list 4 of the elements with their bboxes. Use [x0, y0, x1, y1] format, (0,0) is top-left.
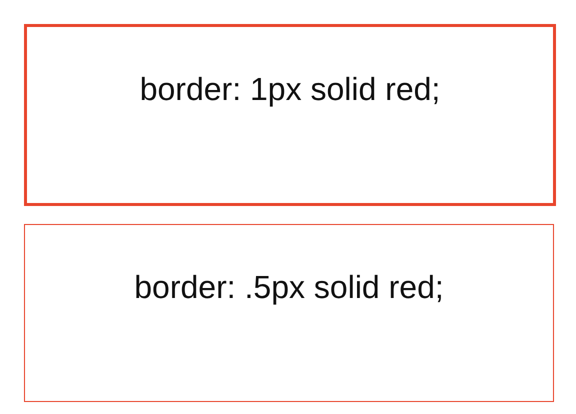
bordered-box: [24, 224, 554, 402]
css-rule-text: border: 1px solid red;: [140, 71, 440, 108]
css-rule-text: border: .5px solid red;: [134, 269, 444, 306]
bordered-box: [24, 24, 556, 206]
